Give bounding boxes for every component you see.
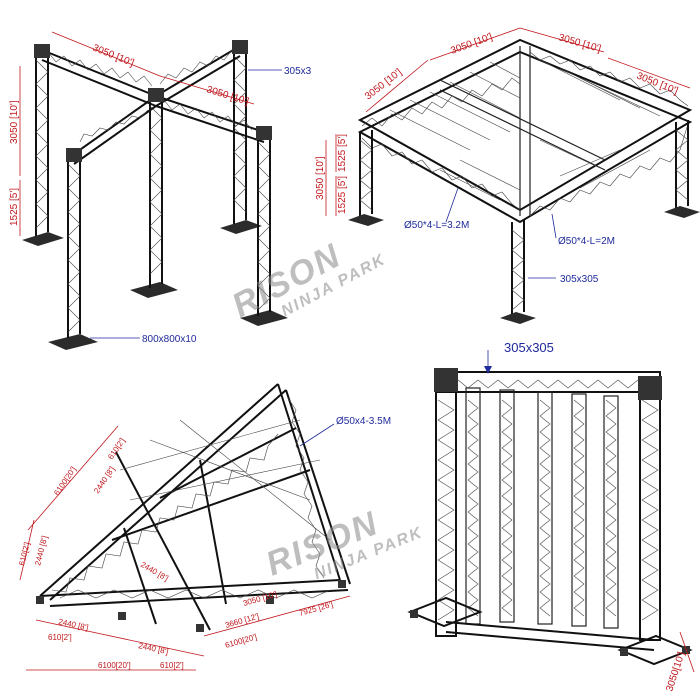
dimension-line xyxy=(159,75,255,105)
dim-base-total: 6100[20'] xyxy=(98,661,131,670)
cross-tower-panel: 3050 [10'] 3050 [10'] 3050 [10'] 1525 [5… xyxy=(9,31,312,350)
foot xyxy=(196,624,204,632)
corner-block xyxy=(66,148,82,162)
top-beam xyxy=(41,45,265,165)
callout-truss-size: 305x3 xyxy=(284,66,312,77)
dim-width-a: 3050 [10'] xyxy=(91,43,136,70)
dim-width-b: 3050 [10'] xyxy=(205,84,250,107)
callout-pipe: Ø50x4-3.5M xyxy=(336,416,391,427)
wall-frame xyxy=(435,371,661,641)
dim-roof-right: 3050 [10'] xyxy=(635,71,680,98)
dim-left-short: 610[2'] xyxy=(17,541,31,566)
dim-rafter-top: 610[2'] xyxy=(106,436,127,461)
dimension-line xyxy=(203,595,351,637)
base-plate xyxy=(48,334,98,350)
corner-block xyxy=(256,126,272,140)
callout-leg-size: 305x305 xyxy=(560,274,599,285)
a-frame-rafters xyxy=(39,383,351,631)
base-plate xyxy=(500,312,536,324)
roof-panel: 3050 [10'] 3050 [10'] 3050 [10'] 3050 [1… xyxy=(315,27,700,324)
dimension-line xyxy=(19,519,35,581)
foot xyxy=(266,596,274,604)
callout-pipe-short: Ø50*4-L=2M xyxy=(558,236,615,247)
corner-block xyxy=(148,88,164,102)
leader-line xyxy=(445,187,459,223)
wall-lacing xyxy=(437,379,659,621)
dim-roof-sub-upper: 1525 [5'] xyxy=(337,134,348,172)
callout-base-plate: 800x800x10 xyxy=(142,334,197,345)
corner-block xyxy=(232,40,248,54)
watermark-top: RISON NINJA PARK xyxy=(226,236,389,325)
dimension-line xyxy=(35,619,205,657)
base-plate xyxy=(664,206,700,218)
dim-depth-total: 7925 [26'] xyxy=(298,600,334,618)
dim-base-seg-b: 2440 [8'] xyxy=(138,641,170,656)
base-plate xyxy=(220,220,262,234)
dim-bottom-misc: 6100[20'] xyxy=(224,632,258,650)
leader-arrow-icon xyxy=(484,366,492,374)
foot xyxy=(118,612,126,620)
dim-wall-depth: 3050[10'] xyxy=(664,650,687,692)
callout-truss-size: 305x305 xyxy=(504,340,554,355)
dimension-line xyxy=(365,59,429,113)
dim-depth-b: 3660 [12'] xyxy=(224,612,260,630)
corner-block xyxy=(434,368,458,392)
foot xyxy=(620,648,628,656)
dimension-line xyxy=(51,31,161,77)
dim-roof-top-right: 3050 [10'] xyxy=(557,32,602,55)
dim-depth-a: 3050 [10'] xyxy=(242,590,278,608)
foot xyxy=(410,610,418,618)
dim-base-short-a: 610[2'] xyxy=(48,633,72,642)
wall-panel: 3050[10'] 305x305 xyxy=(407,340,695,693)
dim-rafter-seg-a: 2440 [8'] xyxy=(92,465,116,495)
base-plate xyxy=(348,214,384,226)
dim-roof-height: 3050 [10'] xyxy=(315,156,326,200)
dimension-line xyxy=(429,27,521,61)
dim-inner-seg: 2440 [8'] xyxy=(139,560,170,583)
wall-base xyxy=(407,596,693,666)
dim-sub-height: 1525 [5'] xyxy=(9,188,20,226)
wall-columns xyxy=(465,387,619,629)
leader-line xyxy=(551,213,557,239)
base-plate xyxy=(130,282,178,298)
purlins xyxy=(361,51,689,217)
leader-line xyxy=(299,423,335,447)
dimension-line xyxy=(679,631,695,673)
dimension-line xyxy=(519,27,605,53)
dimension-line xyxy=(607,57,691,89)
dim-rafter-length: 6100[20'] xyxy=(52,465,78,497)
corner-block xyxy=(34,44,50,58)
beam-lacing xyxy=(47,49,253,143)
foot xyxy=(36,596,44,604)
corner-block xyxy=(638,376,662,400)
roof-center-beams xyxy=(439,46,606,216)
dim-base-seg-a: 2440 [8'] xyxy=(58,617,90,632)
leg-lacing xyxy=(359,129,689,311)
base-plate xyxy=(22,232,64,246)
a-frame-lacing xyxy=(51,397,331,599)
dim-height: 3050 [10'] xyxy=(9,100,20,144)
roof-leg xyxy=(359,120,689,316)
dimension-line xyxy=(27,425,119,531)
base-plate xyxy=(240,310,288,326)
roof-frame xyxy=(357,38,693,224)
dim-roof-sub-lower: 1525 [5'] xyxy=(337,176,348,214)
foot xyxy=(338,580,346,588)
callout-pipe-long: Ø50*4-L=3.2M xyxy=(404,220,469,231)
dim-roof-top-left: 3050 [10'] xyxy=(449,31,494,56)
dim-left-seg: 2440 [8'] xyxy=(33,535,49,567)
dim-base-short-b: 610[2'] xyxy=(160,661,184,670)
